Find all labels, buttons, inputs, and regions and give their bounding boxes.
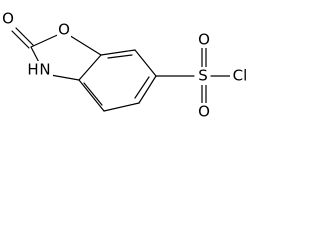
atom-nitrogen: N: [39, 61, 50, 79]
bond-c5-c4: [103, 102, 140, 112]
atom-ring-oxygen: O: [58, 21, 70, 39]
bond-c7-c6: [134, 49, 157, 77]
bond-aromatic-inner-2: [134, 76, 150, 99]
atom-label-layer: O O H N S O O Cl: [1, 10, 250, 121]
atom-sulfur: S: [198, 67, 208, 85]
atom-carbonyl-oxygen: O: [2, 10, 14, 28]
atom-nh-hydrogen: H: [27, 61, 38, 79]
atom-chlorine: Cl: [233, 67, 248, 85]
bond-c3a-c7a: [78, 54, 102, 81]
chemical-structure-diagram: O O H N S O O Cl: [1, 10, 250, 121]
atom-sulfonyl-oxygen-top: O: [198, 31, 210, 49]
bond-carbonyl-double-2: [15, 27, 34, 46]
bond-c6-c5: [138, 75, 157, 104]
atom-sulfonyl-oxygen-bottom: O: [198, 103, 210, 121]
bond-c7a-c7: [100, 49, 136, 56]
bond-aromatic-inner-3: [83, 82, 103, 106]
bond-aromatic-inner-1: [107, 54, 133, 59]
bond-c4-c3a: [78, 79, 105, 112]
bond-carbonyl-double-1: [11, 30, 30, 49]
